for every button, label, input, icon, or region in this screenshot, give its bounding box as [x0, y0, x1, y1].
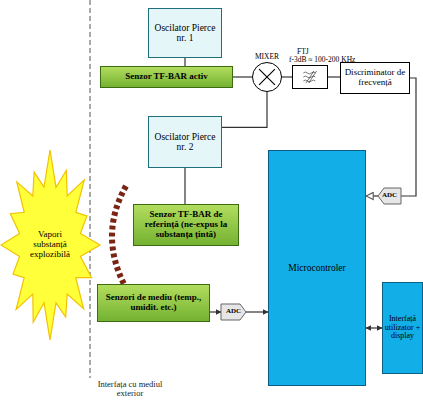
node-text: Discriminator de frecvență — [344, 68, 406, 88]
filter-shape — [298, 69, 322, 85]
vapour-burst: Vapori substanță explozibilă — [0, 150, 100, 340]
node-text: ADC — [382, 192, 397, 200]
node-text: Interfață utilizator + display — [384, 315, 421, 341]
sensor-box: Senzor TF-BAR de referință (ne-expus la … — [133, 204, 239, 246]
signal-wire — [222, 92, 267, 127]
node-text: Senzori de mediu (temp., umidit. etc.) — [102, 293, 205, 313]
signal-wire — [366, 195, 378, 196]
signal-wire — [233, 76, 252, 77]
sensor-box: Senzor TF-BAR activ — [100, 66, 233, 88]
discriminator-box: Discriminator de frecvență — [340, 62, 410, 94]
signal-wire — [210, 311, 221, 312]
node-text: Microcontroler — [288, 263, 346, 273]
interface-boundary — [90, 0, 91, 378]
node-text: Senzor TF-BAR de referință (ne-expus la … — [138, 210, 234, 240]
signal-wire — [184, 58, 185, 66]
adc-tag: ADC — [378, 188, 401, 204]
node-text: Oscilator Pierce nr. 1 — [152, 23, 218, 44]
adc-tag: ADC — [221, 304, 246, 320]
signal-wire — [282, 76, 292, 77]
microcontroller-box: Microcontroler — [268, 150, 366, 386]
node-text: FTJ — [297, 48, 355, 56]
sensor-box: Senzori de mediu (temp., umidit. etc.) — [97, 284, 210, 322]
oscillator-box: Oscilator Pierce nr. 1 — [148, 8, 222, 58]
signal-wire — [328, 76, 340, 77]
signal-wire — [366, 327, 382, 328]
node-heading: MIXER — [255, 53, 279, 61]
signal-wire — [184, 168, 185, 204]
shield-arc — [112, 186, 126, 288]
display-box: Interfață utilizator + display — [382, 282, 423, 374]
mixer-shape — [253, 63, 281, 91]
signal-wire — [401, 78, 416, 196]
node-text: Vapori substanță explozibilă — [21, 230, 79, 260]
node-text: MIXER — [255, 53, 279, 61]
oscillator-box: Oscilator Pierce nr. 2 — [148, 116, 222, 168]
node-text: Oscilator Pierce nr. 2 — [152, 132, 218, 153]
boundary-label: Interfața cu mediul exterior — [88, 380, 172, 399]
node-text: ADC — [226, 308, 241, 316]
filter-box: FTJf-3dB ≈ 100-200 KHz — [292, 65, 328, 89]
signal-wire — [246, 311, 268, 312]
node-text: Senzor TF-BAR activ — [125, 72, 208, 82]
mixer-circle: MIXER — [252, 62, 282, 92]
